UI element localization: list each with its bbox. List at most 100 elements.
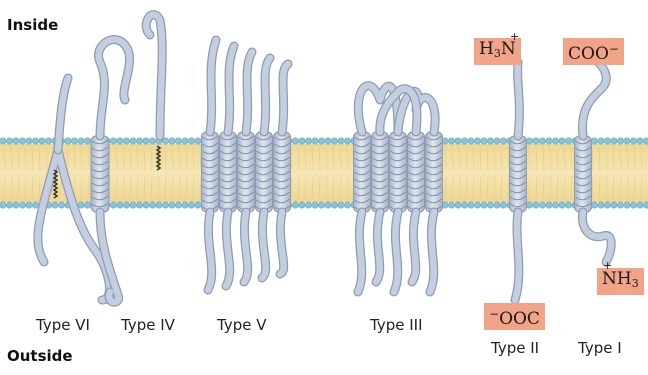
lipid-head-bottom xyxy=(448,202,454,208)
type-v-helix-5 xyxy=(274,132,291,212)
lipid-head-bottom xyxy=(559,202,565,208)
type-iii-helix-5 xyxy=(426,132,443,212)
lipid-head-bottom xyxy=(455,202,461,208)
lipid-head-bottom xyxy=(611,202,617,208)
type-iii-label: Type III xyxy=(370,316,423,334)
lipid-head-top xyxy=(526,138,532,144)
lipid-head-bottom xyxy=(468,202,474,208)
lipid-head-top xyxy=(312,138,318,144)
lipid-head-top xyxy=(71,138,77,144)
nh3-charge: + xyxy=(603,260,612,271)
type-i-c-terminus: COO− xyxy=(563,38,624,65)
lipid-head-top xyxy=(78,138,84,144)
lipid-head-bottom xyxy=(175,202,181,208)
lipid-head-bottom xyxy=(305,202,311,208)
type-iii-lower-3 xyxy=(394,212,398,292)
lipid-head-bottom xyxy=(130,202,136,208)
lipid-head-top xyxy=(123,138,129,144)
lipid-head-bottom xyxy=(325,202,331,208)
lipid-head-top xyxy=(117,138,123,144)
lipid-head-bottom xyxy=(539,202,545,208)
lipid-head-bottom xyxy=(149,202,155,208)
lipid-head-bottom xyxy=(552,202,558,208)
lipid-head-top xyxy=(448,138,454,144)
lipid-head-top xyxy=(552,138,558,144)
lipid-head-top xyxy=(455,138,461,144)
lipid-head-top xyxy=(630,138,636,144)
lipid-head-bottom xyxy=(78,202,84,208)
lipid-head-top xyxy=(598,138,604,144)
lipid-head-top xyxy=(130,138,136,144)
type-i-label: Type I xyxy=(578,339,622,357)
lipid-head-top xyxy=(188,138,194,144)
lipid-head-bottom xyxy=(123,202,129,208)
lipid-head-bottom xyxy=(487,202,493,208)
type-iv-helix xyxy=(91,136,109,212)
lipid-head-bottom xyxy=(156,202,162,208)
lipid-head-bottom xyxy=(474,202,480,208)
type-v-helix-3 xyxy=(238,132,255,212)
type-v-lower-4 xyxy=(262,212,266,278)
lipid-head-top xyxy=(32,138,38,144)
lipid-head-top xyxy=(481,138,487,144)
lipid-head-bottom xyxy=(58,202,64,208)
lipid-head-bottom xyxy=(344,202,350,208)
lipid-head-bottom xyxy=(117,202,123,208)
lipid-head-bottom xyxy=(591,202,597,208)
lipid-head-top xyxy=(136,138,142,144)
type-ii-label: Type II xyxy=(491,339,539,357)
coo-base: COO xyxy=(568,44,609,64)
type-i-helix-body xyxy=(575,136,592,212)
h3n-base: H xyxy=(479,39,494,59)
type-ii-upper xyxy=(518,62,520,136)
lipid-head-bottom xyxy=(526,202,532,208)
type-iii-lower-5 xyxy=(430,212,434,292)
lipid-head-bottom xyxy=(26,202,32,208)
type-v-helix-4 xyxy=(256,132,273,212)
lipid-head-bottom xyxy=(188,202,194,208)
type-iii-helix-2 xyxy=(372,132,389,212)
lipid-head-bottom xyxy=(624,202,630,208)
lipid-head-top xyxy=(344,138,350,144)
lipid-head-top xyxy=(617,138,623,144)
lipid-head-top xyxy=(169,138,175,144)
lipid-head-bottom xyxy=(533,202,539,208)
type-iv-loop xyxy=(146,15,162,136)
ooc-charge: − xyxy=(489,307,499,321)
type-i-helix xyxy=(575,136,592,212)
lipid-head-bottom xyxy=(19,202,25,208)
lipid-head-top xyxy=(591,138,597,144)
lipid-head-top xyxy=(149,138,155,144)
lipid-head-bottom xyxy=(162,202,168,208)
lipid-head-bottom xyxy=(331,202,337,208)
lipid-head-top xyxy=(39,138,45,144)
lipid-head-bottom xyxy=(13,202,19,208)
type-i-n-terminus: NH3 xyxy=(597,268,644,295)
nh3-base: NH xyxy=(602,269,632,289)
lipid-head-bottom xyxy=(143,202,149,208)
nh3-subscript: 3 xyxy=(632,277,639,290)
lipid-head-bottom xyxy=(481,202,487,208)
lipid-head-bottom xyxy=(500,202,506,208)
lipid-head-top xyxy=(65,138,71,144)
lipid-head-bottom xyxy=(598,202,604,208)
lipid-head-top xyxy=(611,138,617,144)
lipid-head-bottom xyxy=(0,202,6,208)
lipid-head-bottom xyxy=(110,202,116,208)
lipid-head-bottom xyxy=(494,202,500,208)
lipid-head-bottom xyxy=(637,202,643,208)
type-v-label: Type V xyxy=(217,316,266,334)
lipid-head-top xyxy=(338,138,344,144)
type-v-helix-1 xyxy=(202,132,219,212)
lipid-head-top xyxy=(559,138,565,144)
lipid-head-bottom xyxy=(604,202,610,208)
type-ii-c-terminus: −OOC xyxy=(484,303,545,330)
lipid-head-top xyxy=(299,138,305,144)
type-iii-helix-3 xyxy=(390,132,407,212)
lipid-head-bottom xyxy=(299,202,305,208)
lipid-head-top xyxy=(461,138,467,144)
lipid-head-top xyxy=(546,138,552,144)
lipid-head-top xyxy=(318,138,324,144)
lipid-head-top xyxy=(637,138,643,144)
